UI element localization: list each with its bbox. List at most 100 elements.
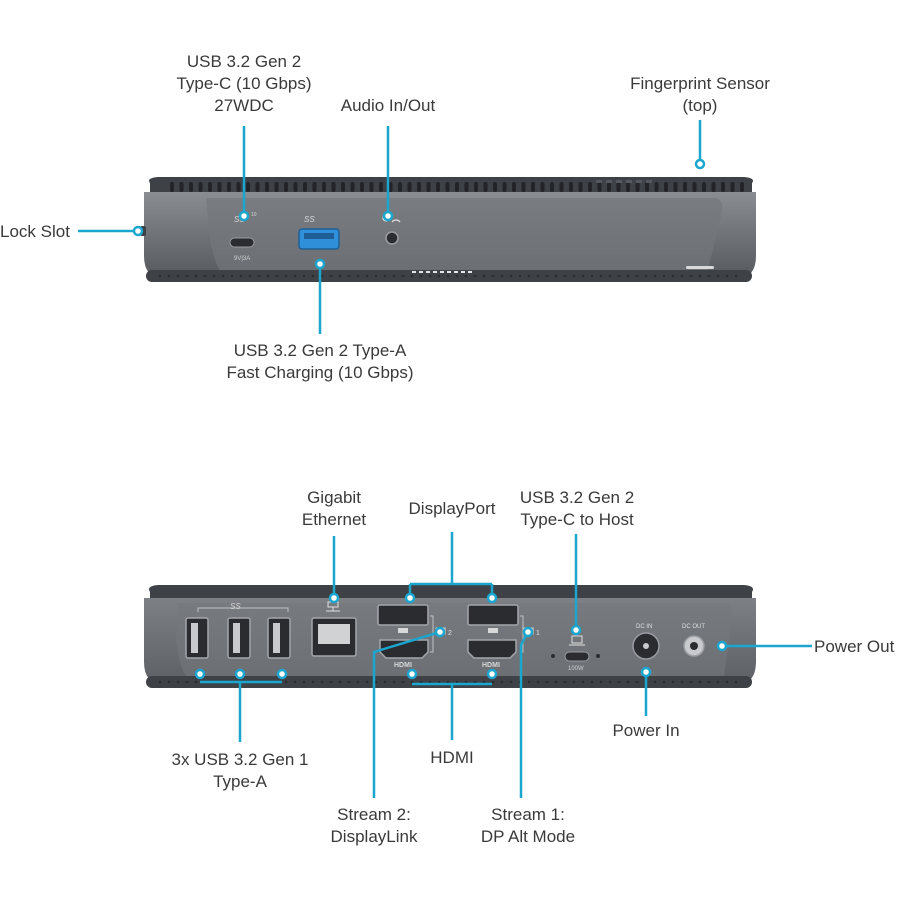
foot-dot [725,680,729,684]
label-stream2: Stream 2: DisplayLink [314,804,434,848]
foot-dot [248,274,252,278]
fingerprint-ridge [606,180,612,183]
callout-dot-usba-1 [194,668,206,680]
front-bottom-dots [158,271,738,278]
foot-dot [608,680,612,684]
foot-dot [518,274,522,278]
vent-slot [255,182,260,192]
dp-logo-2 [398,628,408,633]
usbc-front-port[interactable] [229,237,255,248]
foot-dot [635,680,639,684]
label-fingerprint: Fingerprint Sensor (top) [614,73,786,117]
vent-slot [360,182,364,192]
foot-dot [203,274,207,278]
foot-dot [626,274,630,278]
label-fingerprint-line2: (top) [682,96,718,115]
front-vents [170,182,744,192]
vent-slot [331,182,336,192]
vent-slot [740,182,744,192]
foot-dot [284,680,288,684]
hdmi-port-2[interactable] [379,639,429,659]
usba-rear-tongue-1 [191,623,198,653]
callout-dot-usba-2 [234,668,246,680]
vent-slot [398,182,402,192]
foot-dot [536,680,540,684]
vent-slot [616,182,621,192]
vent-slot [569,182,573,192]
foot-dot [401,680,405,684]
foot-dot [590,274,594,278]
foot-dot [239,274,243,278]
label-ethernet-line1: Gigabit [307,488,361,507]
foot-dot [428,274,432,278]
usba-front-tongue [304,233,334,239]
foot-dot [545,274,549,278]
foot-dot [482,274,486,278]
dc-out-pin [690,642,698,650]
callout-dot-hdmi-2 [406,668,418,680]
foot-dot [428,680,432,684]
foot-dot [284,274,288,278]
foot-dot [464,274,468,278]
displayport-1[interactable] [467,604,519,626]
foot-dot [599,680,603,684]
label-lock-slot: Lock Slot [0,221,70,243]
usbc-front-rating: 9V|3A [234,256,250,262]
foot-dot [221,274,225,278]
foot-dot [716,680,720,684]
vent-slot [597,182,602,192]
label-ethernet: Gigabit Ethernet [284,487,384,531]
foot-dot [680,680,684,684]
vent-slot [198,182,203,192]
callout-dot-stream1 [522,626,534,638]
foot-dot [311,680,315,684]
vent-slot [179,182,184,192]
fingerprint-ridge [636,180,642,183]
foot-dot [707,274,711,278]
label-usba-front-line1: USB 3.2 Gen 2 Type-A [233,341,407,360]
callout-line-stream2 [372,630,441,798]
vent-slot [664,182,668,192]
vent-slot [322,182,326,192]
audio-jack[interactable] [385,231,399,245]
vent-slot [483,182,488,192]
label-power-out: Power Out [814,636,894,658]
foot-dot [338,680,342,684]
ss10-logo-sup: 10 [251,212,257,218]
ss10-logo: SS [234,215,245,224]
foot-dot [266,274,270,278]
label-hdmi: HDMI [412,747,492,769]
displayport-2[interactable] [377,604,429,626]
usba-rear-ports [185,617,291,659]
vent-slot [312,182,317,192]
foot-dot [491,680,495,684]
foot-dot [500,274,504,278]
vent-slot [227,182,231,192]
label-usbc-host-line2: Type-C to Host [520,510,634,529]
label-power-in: Power In [596,720,696,742]
label-stream1: Stream 1: DP Alt Mode [468,804,588,848]
vent-slot [531,182,535,192]
callout-dot-usbc-front [238,210,250,222]
foot-dot [725,274,729,278]
vent-slot [388,182,393,192]
usbc-host-port[interactable] [564,651,590,662]
foot-dot [176,680,180,684]
foot-dot [482,680,486,684]
usba-rear-tongue-3 [273,623,280,653]
label-power-in-line1: Power In [612,721,680,740]
foot-dot [689,274,693,278]
hdmi-port-1[interactable] [467,639,517,659]
label-stream1-line2: DP Alt Mode [480,827,576,846]
vent-slot [645,182,649,192]
vent-slot [559,182,564,192]
fingerprint-ridge [596,180,602,183]
foot-dot [419,680,423,684]
light-bar-dot [426,271,430,273]
callout-dot-audio [382,210,394,222]
label-lock-slot-line1: Lock Slot [0,222,70,241]
ss-logo-rear: SS [230,602,241,611]
foot-dot [500,680,504,684]
foot-dot [707,680,711,684]
front-view: SS 10 9V|3A SS [140,177,756,282]
